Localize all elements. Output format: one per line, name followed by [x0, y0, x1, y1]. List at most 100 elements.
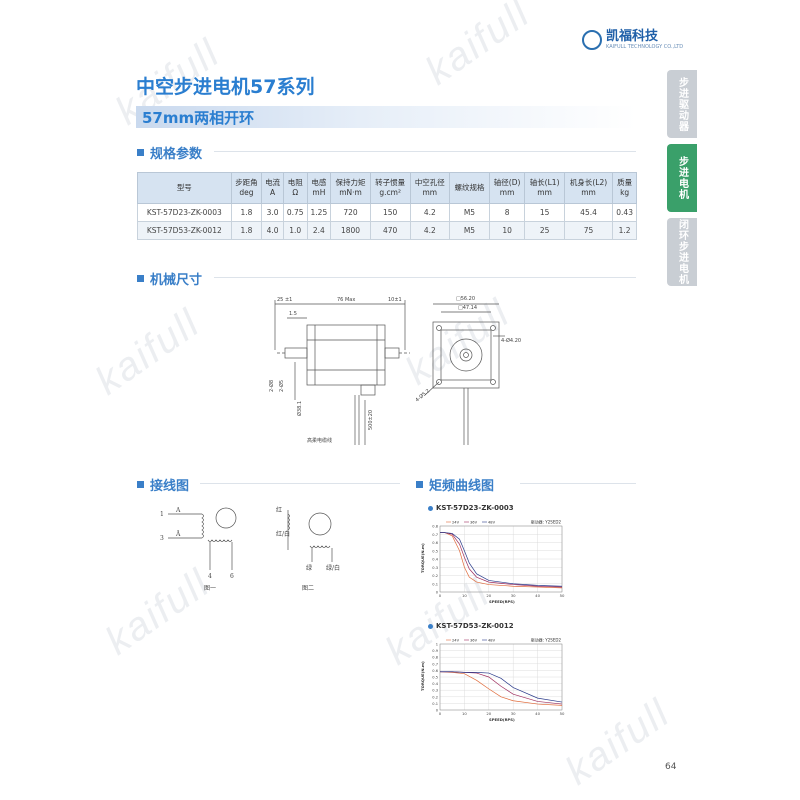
spec-header-label: 转子惯量 — [375, 178, 406, 187]
x-tick-label: 20 — [486, 593, 491, 598]
y-tick-label: 0.2 — [432, 574, 438, 578]
y-tick-label: 0.5 — [432, 549, 438, 553]
legend-label: 36V — [470, 639, 478, 643]
y-tick-label: 0.1 — [432, 582, 438, 586]
table-cell: 4.2 — [409, 203, 451, 222]
y-tick-label: 0.3 — [432, 689, 438, 693]
wire-label: 绿/白 — [326, 564, 340, 572]
spec-header-unit: mH — [312, 188, 326, 197]
section-wiring-label: 接线图 — [150, 479, 190, 494]
cable-note: 高柔电缆线 — [307, 437, 332, 444]
spec-header-label: 轴径(D) — [493, 178, 521, 187]
driver-label: 驱动器: Y2SED2 — [531, 519, 562, 525]
page-title: 中空步进电机57系列 — [136, 76, 315, 98]
bullet-icon — [428, 505, 433, 511]
chart1-title-text: KST-57D23-ZK-0003 — [436, 504, 514, 512]
spec-header-unit: mm — [499, 188, 515, 197]
table-cell: 75 — [563, 221, 614, 240]
tab-closed-loop-motor[interactable]: 闭环步进电机 — [667, 218, 697, 286]
section-torque-label: 矩频曲线图 — [429, 479, 495, 494]
spec-header-unit: Ω — [292, 188, 299, 197]
diagram1-caption: 图一 — [204, 585, 216, 592]
legend-label: 48V — [488, 521, 496, 525]
chart2-title-text: KST-57D53-ZK-0012 — [436, 622, 514, 630]
dim-label: Ø38.1 — [296, 401, 303, 416]
dim-label: 2-Ø8 — [268, 380, 275, 392]
y-tick-label: 0.2 — [432, 695, 438, 699]
spec-header-cell: 型号 — [137, 172, 232, 204]
y-tick-label: 0.9 — [432, 649, 438, 653]
series-line — [440, 671, 563, 703]
table-cell: 25 — [524, 221, 565, 240]
series-line — [440, 532, 563, 589]
spec-header-label: 保持力矩 — [335, 178, 366, 187]
coil-label: A — [175, 507, 181, 514]
table-cell: 1.0 — [282, 221, 308, 240]
x-tick-label: 50 — [560, 593, 565, 598]
series-line — [440, 532, 563, 587]
y-tick-label: 0.1 — [432, 702, 438, 706]
wiring-diagrams: 1 3 A Ā 4 6 图一 红 红/白 绿 绿/白 图二 — [160, 506, 340, 592]
spec-header-label: 质量 — [617, 178, 633, 187]
page-subtitle: 57mm两相开环 — [142, 109, 255, 127]
spec-header-label: 中空孔径 — [414, 178, 445, 187]
spec-header-label: 机身长(L2) — [569, 178, 608, 187]
spec-header-unit: mm — [422, 188, 438, 197]
spec-header-unit: mN·m — [339, 188, 362, 197]
section-divider — [200, 483, 400, 484]
y-tick-label: 0.4 — [432, 558, 438, 562]
mechanical-drawing: 25 ±1 1.5 76 Max 10±1 2-Ø8 2-Ø5 Ø38.1 50… — [268, 296, 521, 445]
x-tick-label: 10 — [462, 593, 467, 598]
dim-label: □47.14 — [458, 305, 477, 311]
table-cell: 4.0 — [261, 221, 284, 240]
section-mech: 机械尺寸 — [137, 269, 202, 288]
shaft-front — [284, 347, 308, 359]
bullet-icon — [428, 623, 433, 629]
dim-label: 1.5 — [289, 311, 297, 317]
section-square-icon — [137, 275, 144, 282]
brand-name: 凯福科技 — [606, 29, 659, 44]
y-tick-label: 0.5 — [432, 676, 438, 680]
chart1-title: KST-57D23-ZK-0003 — [428, 504, 514, 512]
wire-label: 红/白 — [276, 530, 290, 538]
tab-stepper-motor[interactable]: 步进电机 — [667, 144, 697, 212]
y-tick-label: 0.8 — [432, 656, 438, 660]
table-cell: 2.4 — [306, 221, 332, 240]
tab-stepper-driver[interactable]: 步进驱动器 — [667, 70, 697, 138]
x-axis-label: SPEED(RPS) — [489, 599, 515, 604]
dim-label: 2-Ø5 — [278, 380, 285, 392]
series-line — [439, 671, 563, 706]
x-tick-label: 40 — [535, 711, 540, 716]
y-tick-label: 0.6 — [432, 541, 438, 545]
wire-label: 红 — [276, 506, 282, 514]
subtitle-bar — [136, 106, 636, 128]
section-square-icon — [416, 481, 423, 488]
motor-body-side — [306, 324, 386, 386]
y-tick-label: 0.6 — [432, 669, 438, 673]
spec-header-cell: 机身长(L2)mm — [563, 172, 614, 204]
pin-label: 4 — [208, 573, 212, 580]
wire-label: 绿 — [306, 564, 312, 572]
y-tick-label: 0.8 — [432, 525, 438, 529]
dim-label: 4-Ø5.2 — [414, 387, 431, 403]
watermark: kaifull — [417, 0, 539, 94]
x-tick-label: 30 — [511, 711, 516, 716]
spec-header-unit: A — [269, 188, 276, 197]
driver-label: 驱动器: Y2SED2 — [531, 637, 562, 643]
shaft-rear — [384, 347, 400, 359]
spec-header-label: 电流 — [265, 178, 281, 187]
spec-header-unit: deg — [239, 188, 254, 197]
table-cell: 1800 — [330, 221, 371, 240]
table-cell: 1.25 — [306, 203, 332, 222]
table-cell: 150 — [369, 203, 411, 222]
section-mech-label: 机械尺寸 — [150, 273, 203, 288]
page-number: 64 — [665, 762, 677, 772]
y-tick-label: 1 — [436, 643, 438, 647]
